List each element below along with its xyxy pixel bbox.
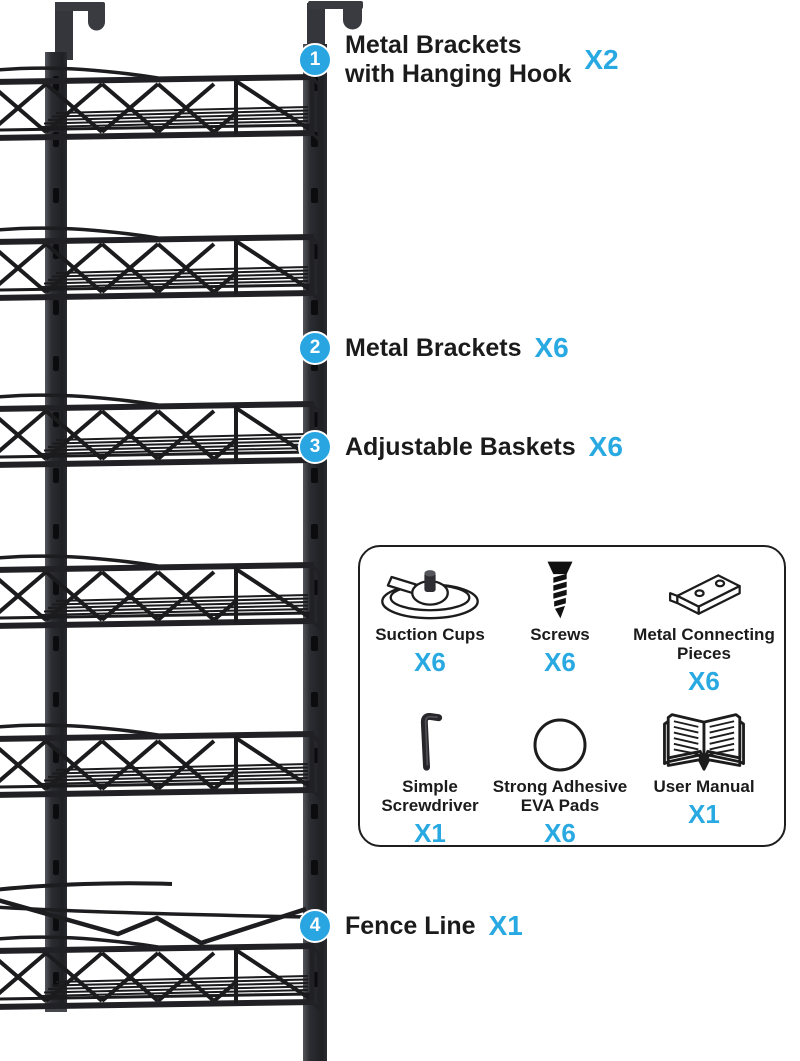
- part-label: Metal Connecting Pieces: [633, 625, 775, 663]
- metal-connecting-pieces-icon: [663, 557, 745, 621]
- callout-3-label: Adjustable Baskets: [345, 432, 576, 461]
- part-eva-pads: Strong Adhesive EVA Pads X6: [493, 709, 627, 849]
- callout-1-count: X2: [584, 44, 619, 75]
- callout-hanging-brackets: 1 Metal Brackets with Hanging Hook X2: [298, 31, 619, 89]
- callout-4-label: Fence Line: [345, 911, 476, 940]
- callout-4-count: X1: [488, 910, 523, 941]
- rack-illustration: [0, 1, 400, 1061]
- callout-adjustable-baskets: 3 Adjustable Baskets X6: [298, 430, 623, 464]
- suction-cup-icon: [378, 557, 482, 621]
- hardware-parts-box: Suction Cups X6 Screws X6: [358, 545, 786, 849]
- callout-4-badge: 4: [298, 909, 332, 943]
- callout-2-badge: 2: [298, 331, 332, 365]
- part-suction-cups: Suction Cups X6: [375, 557, 485, 697]
- rail-slots: [0, 60, 400, 1008]
- screw-icon: [545, 557, 575, 621]
- part-simple-screwdriver: Simple Screwdriver X1: [381, 709, 479, 849]
- callout-1-badge: 1: [298, 43, 332, 77]
- callout-3-count: X6: [588, 431, 623, 462]
- user-manual-icon: [660, 709, 748, 773]
- callout-1-label: Metal Brackets with Hanging Hook: [345, 31, 572, 88]
- part-label: Strong Adhesive EVA Pads: [492, 777, 628, 815]
- part-user-manual: User Manual X1: [653, 709, 755, 849]
- callout-fence-line: 4 Fence Line X1: [298, 909, 523, 943]
- callout-3-badge: 3: [298, 430, 332, 464]
- part-label: Simple Screwdriver: [381, 777, 479, 815]
- part-metal-connecting-pieces: Metal Connecting Pieces X6: [633, 557, 775, 697]
- allen-key-icon: [417, 709, 443, 773]
- eva-pad-icon: [532, 709, 588, 773]
- part-screws: Screws X6: [530, 557, 590, 697]
- callout-2-label: Metal Brackets: [345, 333, 522, 362]
- callout-metal-brackets: 2 Metal Brackets X6: [298, 331, 569, 365]
- fence-line: [0, 881, 307, 946]
- callout-2-count: X6: [534, 332, 569, 363]
